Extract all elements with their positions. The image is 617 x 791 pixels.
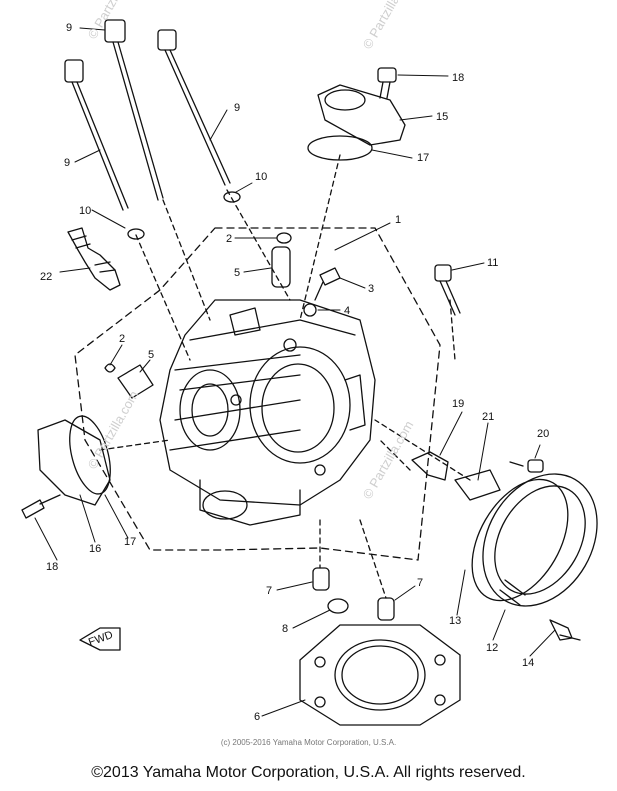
leader-lines bbox=[34, 27, 556, 717]
callout-19: 19 bbox=[452, 398, 464, 410]
watermark: © Partzilla.com bbox=[360, 0, 417, 52]
callout-6: 6 bbox=[254, 711, 260, 723]
stud-bolt bbox=[314, 267, 341, 301]
callout-9: 9 bbox=[66, 22, 72, 34]
front-mark: FWD bbox=[87, 629, 115, 649]
callout-3: 3 bbox=[368, 283, 374, 295]
diagram-copyright: (c) 2005-2016 Yamaha Motor Corporation, … bbox=[220, 738, 397, 747]
clip bbox=[276, 232, 292, 244]
callout-17: 17 bbox=[124, 536, 136, 548]
callout-4: 4 bbox=[344, 305, 350, 317]
assembly-boundary bbox=[74, 227, 441, 561]
head-bolt bbox=[64, 59, 129, 211]
callout-15: 15 bbox=[436, 111, 448, 123]
tappet-cover bbox=[317, 84, 406, 146]
callout-13: 13 bbox=[449, 615, 461, 627]
valve-guide bbox=[117, 364, 154, 399]
o-ring bbox=[471, 478, 569, 602]
callout-7: 7 bbox=[266, 585, 272, 597]
dowel-pin bbox=[377, 597, 395, 621]
callout-7: 7 bbox=[417, 577, 423, 589]
o-ring bbox=[69, 415, 111, 495]
callout-21: 21 bbox=[482, 411, 494, 423]
bolt bbox=[434, 264, 461, 316]
head-bolt-long bbox=[104, 19, 164, 201]
washer bbox=[127, 228, 145, 240]
valve-guide bbox=[271, 246, 291, 288]
callout-12: 12 bbox=[486, 642, 498, 654]
cylinder-head-exploded-diagram: 9 9 9 10 10 1 2 2 5 5 3 4 11 22 18 15 17… bbox=[21, 0, 598, 726]
callout-9: 9 bbox=[64, 157, 70, 169]
callout-10: 10 bbox=[255, 171, 267, 183]
bolt bbox=[549, 619, 581, 641]
callout-1: 1 bbox=[395, 214, 401, 226]
callout-18: 18 bbox=[46, 561, 58, 573]
callout-17: 17 bbox=[417, 152, 429, 164]
watermarks: © Partzilla.com © Partzilla.com © Partzi… bbox=[85, 0, 417, 502]
callout-2: 2 bbox=[226, 233, 232, 245]
footer-copyright: ©2013 Yamaha Motor Corporation, U.S.A. A… bbox=[91, 764, 526, 781]
watermark: © Partzilla.com bbox=[85, 0, 142, 42]
watermark: © Partzilla.com bbox=[360, 418, 417, 501]
callout-5: 5 bbox=[148, 349, 154, 361]
callout-18: 18 bbox=[452, 72, 464, 84]
washer bbox=[223, 191, 241, 203]
o-ring bbox=[327, 598, 349, 614]
callout-14: 14 bbox=[522, 657, 534, 669]
nut bbox=[303, 303, 317, 317]
callout-labels: 9 9 9 10 10 1 2 2 5 5 3 4 11 22 18 15 17… bbox=[40, 22, 549, 723]
callout-8: 8 bbox=[282, 623, 288, 635]
plate bbox=[454, 469, 501, 501]
callout-16: 16 bbox=[89, 543, 101, 555]
spark-plug bbox=[67, 227, 121, 291]
head-bolt-long bbox=[157, 29, 231, 186]
callout-22: 22 bbox=[40, 271, 52, 283]
callout-5: 5 bbox=[234, 267, 240, 279]
cylinder-head-gasket bbox=[299, 624, 461, 726]
callout-10: 10 bbox=[79, 205, 91, 217]
cylinder-head bbox=[159, 299, 376, 526]
bolt bbox=[21, 494, 61, 519]
dowel-pin bbox=[312, 567, 330, 591]
watermark: © Partzilla.com bbox=[85, 388, 142, 471]
callout-11: 11 bbox=[487, 257, 498, 269]
bolt bbox=[377, 67, 397, 99]
o-ring bbox=[307, 135, 373, 161]
callout-2: 2 bbox=[119, 333, 125, 345]
bracket bbox=[411, 451, 449, 481]
front-arrow bbox=[79, 627, 121, 651]
callout-20: 20 bbox=[537, 428, 549, 440]
callout-9: 9 bbox=[234, 102, 240, 114]
clip bbox=[104, 363, 116, 373]
alignment-lines bbox=[99, 154, 471, 599]
bolt bbox=[509, 459, 544, 473]
